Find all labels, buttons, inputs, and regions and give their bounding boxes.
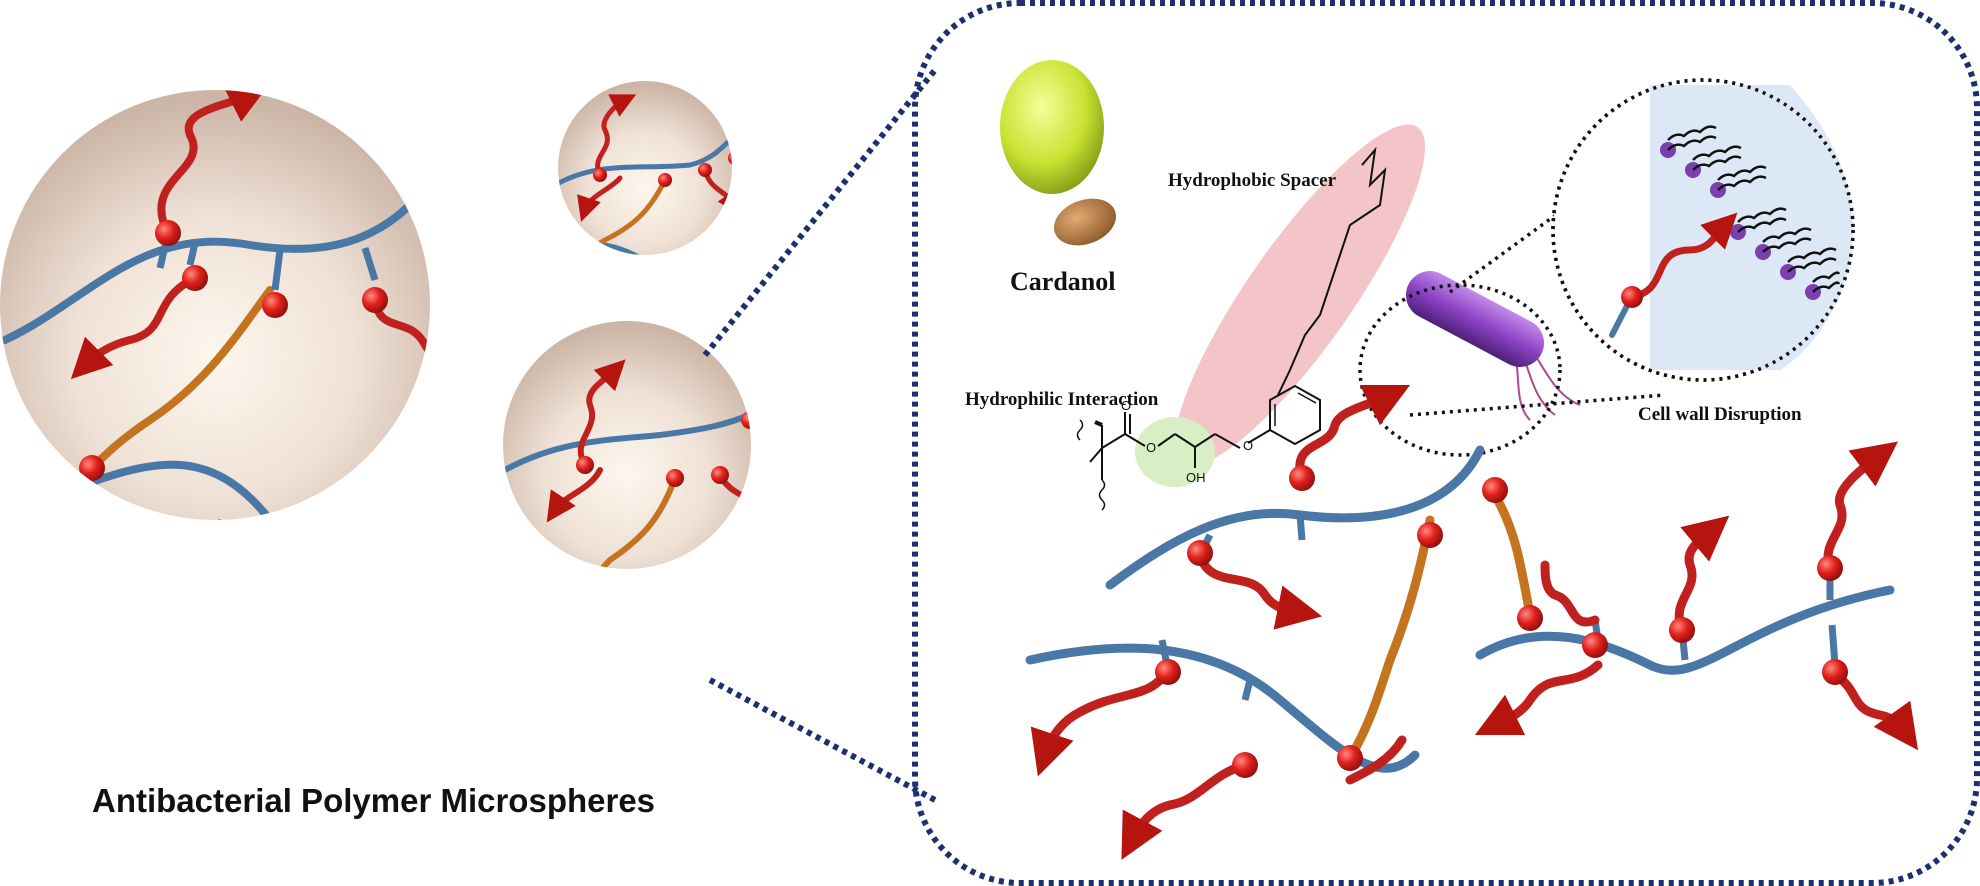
cell-wall-disruption-label: Cell wall Disruption (1638, 404, 1802, 425)
hydrophobic-spacer (1174, 124, 1426, 466)
hydrophilic-highlight (1135, 417, 1215, 487)
carbonyl-oxygen-label: O (1121, 398, 1131, 413)
hydrophilic-interaction-label: Hydrophilic Interaction (965, 389, 1159, 410)
cashew-icon (1000, 60, 1116, 246)
medium-microsphere (503, 321, 751, 569)
hydrophobic-spacer-label: Hydrophobic Spacer (1168, 170, 1337, 191)
bacterium-icon (1405, 271, 1581, 421)
figure-title: Antibacterial Polymer Microspheres (92, 782, 655, 819)
ester-oxygen-label: O (1146, 440, 1156, 455)
large-microsphere-network (1, 90, 430, 520)
zoom-connector-lines (702, 68, 938, 803)
inset-polymer-chain (1609, 212, 1738, 338)
bacterium-zoom-circle (1358, 283, 1562, 457)
cardanol-label: Cardanol (1010, 267, 1115, 296)
large-microsphere (0, 90, 430, 520)
chemical-structure (1076, 384, 1321, 511)
small-microsphere-top (558, 81, 732, 255)
polymer-network-icon (1025, 384, 1919, 860)
lipid-bilayer-icon (1660, 125, 1841, 300)
zoom-panel-border (912, 0, 1980, 886)
hydroxyl-label: OH (1186, 470, 1206, 485)
ether-oxygen-label: O (1243, 438, 1253, 453)
